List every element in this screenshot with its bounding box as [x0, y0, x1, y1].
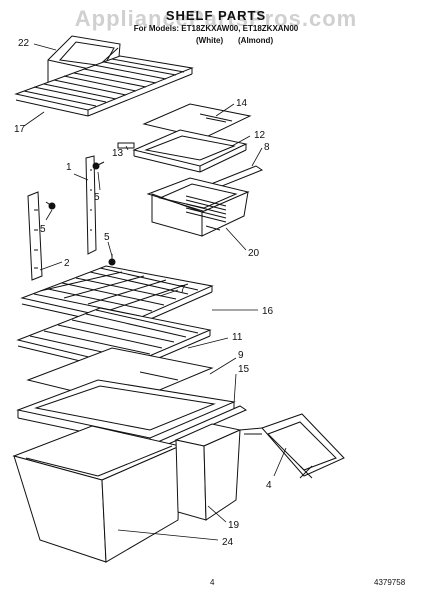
- leader-lines: [23, 43, 287, 541]
- document-number: 4379758: [374, 578, 406, 587]
- callout-5-top: 5: [94, 192, 100, 203]
- callout-20: 20: [248, 248, 260, 259]
- callout-5-bottom: 5: [104, 232, 110, 243]
- callout-22: 22: [18, 38, 30, 49]
- page-number: 4: [210, 578, 215, 587]
- part-13-clip: [117, 142, 135, 149]
- callout-9: 9: [238, 350, 244, 361]
- part-24-pan-left: [12, 425, 182, 563]
- part-20-crisper-drawer: [146, 177, 250, 237]
- callout-4: 4: [266, 480, 272, 491]
- part-14-glass-shelf: [142, 103, 252, 139]
- part-4-bracket: [239, 413, 345, 479]
- callout-13: 13: [112, 148, 124, 159]
- part-17-wire-shelf-top: [14, 55, 194, 117]
- callout-11: 11: [232, 332, 243, 343]
- callout-1: 1: [66, 162, 72, 173]
- watermark-text: AppliancePartsPros.com: [74, 6, 358, 31]
- callout-15: 15: [238, 364, 250, 375]
- part-2-shelf-bracket-left: [27, 191, 43, 281]
- part-1-shelf-bracket-right: [85, 155, 97, 255]
- callout-7: 7: [180, 284, 186, 295]
- part-11-wire-shelf-lower: [16, 307, 212, 373]
- callout-8: 8: [264, 142, 270, 153]
- part-12-crisper-cover-frame: [132, 129, 248, 173]
- color-almond-label: (Almond): [238, 36, 274, 45]
- callout-17: 17: [14, 124, 26, 135]
- part-5-screws: [45, 161, 116, 266]
- callout-24: 24: [222, 537, 234, 548]
- callout-2: 2: [64, 258, 70, 269]
- callout-5-left: 5: [40, 224, 46, 235]
- model-list: For Models: ET18ZKXAW00, ET18ZKXAN00: [133, 24, 299, 33]
- part-19-pan-right: [174, 423, 242, 521]
- callout-19: 19: [228, 520, 240, 531]
- page-title: SHELF PARTS: [165, 8, 267, 23]
- callout-16: 16: [262, 306, 274, 317]
- callout-12: 12: [254, 130, 266, 141]
- color-white-label: (White): [196, 36, 224, 45]
- callout-14: 14: [236, 98, 248, 109]
